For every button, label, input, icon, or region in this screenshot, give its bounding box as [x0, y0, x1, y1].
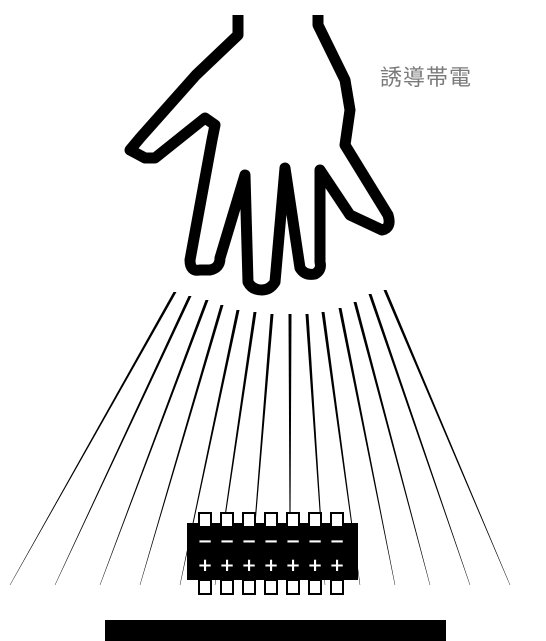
top-tab	[308, 512, 322, 528]
field-line	[9, 292, 177, 585]
charge-tabs	[198, 512, 344, 595]
positive-charge: +	[285, 555, 300, 576]
field-lines	[9, 290, 511, 585]
induction-charging-label: 誘導帯電	[380, 66, 473, 91]
negative-charge: −	[307, 531, 322, 552]
ground-plate	[105, 620, 446, 641]
field-line	[368, 294, 471, 585]
bottom-tab	[308, 579, 322, 595]
negative-charge: −	[263, 531, 278, 552]
positive-charge: +	[219, 555, 234, 576]
negative-charge: −	[219, 531, 234, 552]
field-line	[99, 300, 209, 585]
top-tab	[330, 512, 344, 528]
top-tab	[286, 512, 300, 528]
charge-signs: −+−+−+−+−+−+−+	[197, 531, 344, 576]
field-line	[353, 302, 431, 585]
positive-charge: +	[263, 555, 278, 576]
hand-icon	[124, 15, 395, 296]
bottom-tab	[330, 579, 344, 595]
charged-object	[187, 523, 358, 580]
bottom-tab	[264, 579, 278, 595]
bottom-tab	[198, 579, 212, 595]
top-tab	[242, 512, 256, 528]
bottom-tab	[242, 579, 256, 595]
field-line	[139, 305, 224, 585]
negative-charge: −	[197, 531, 212, 552]
bottom-tab	[286, 579, 300, 595]
positive-charge: +	[329, 555, 344, 576]
negative-charge: −	[285, 531, 300, 552]
positive-charge: +	[241, 555, 256, 576]
positive-charge: +	[197, 555, 212, 576]
field-line	[383, 290, 511, 585]
negative-charge: −	[241, 531, 256, 552]
top-tab	[264, 512, 278, 528]
top-tab	[220, 512, 234, 528]
field-line	[54, 296, 192, 585]
field-line	[338, 308, 396, 585]
field-line	[179, 310, 240, 585]
field-line	[288, 314, 292, 585]
positive-charge: +	[307, 555, 322, 576]
field-line	[321, 312, 361, 585]
negative-charge: −	[329, 531, 344, 552]
bottom-tab	[220, 579, 234, 595]
top-tab	[198, 512, 212, 528]
